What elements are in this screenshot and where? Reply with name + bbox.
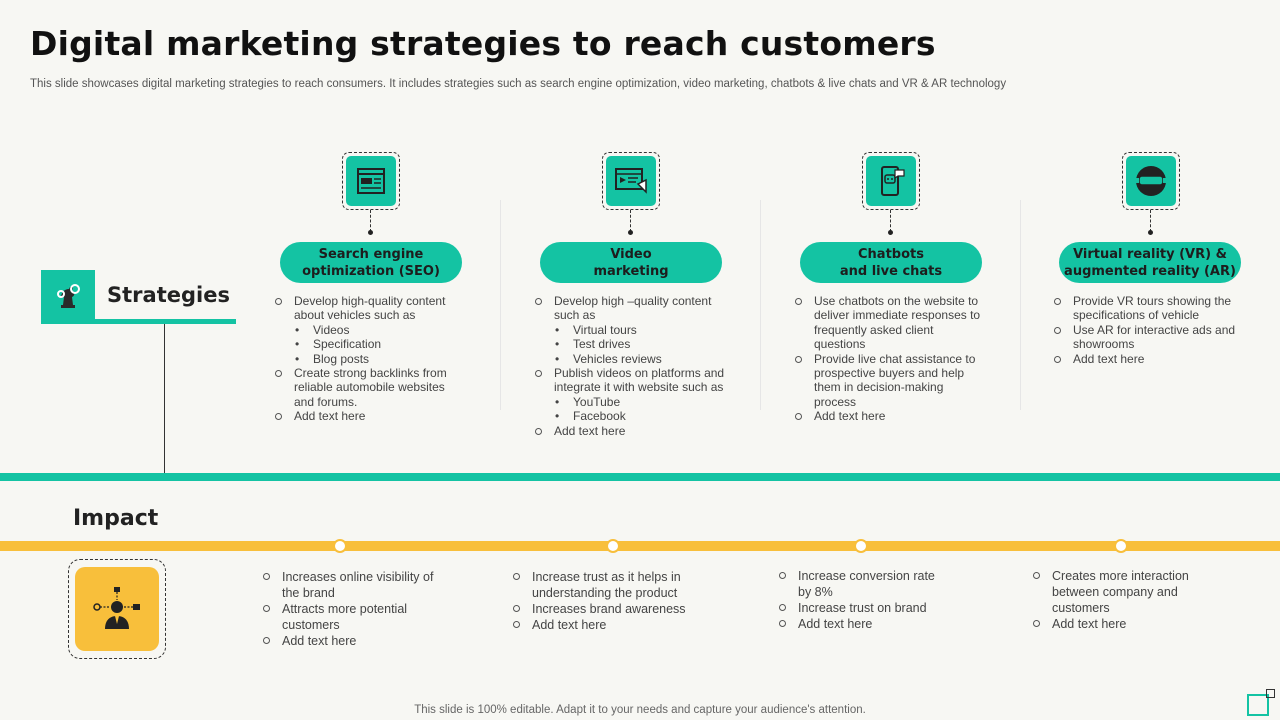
- impact-list-chatbots: Increase conversion rate by 8%Increase t…: [779, 568, 944, 632]
- impact-item: Creates more interaction between company…: [1033, 568, 1218, 616]
- bullet-item: Use chatbots on the website to deliver i…: [795, 294, 985, 352]
- impact-item: Increase conversion rate by 8%: [779, 568, 944, 600]
- sub-bullet-item: Facebook: [535, 409, 735, 424]
- vr-icon-frame: [1122, 152, 1180, 210]
- impact-icon-frame: [68, 559, 166, 659]
- connector-dot: [888, 230, 893, 235]
- bullet-item: Use AR for interactive ads and showrooms: [1054, 323, 1244, 352]
- bullet-item: Add text here: [535, 424, 735, 438]
- section-separator-band: [0, 473, 1280, 481]
- strategy-title-line1: Chatbots: [858, 246, 924, 262]
- strategy-title-line2: augmented reality (AR): [1064, 263, 1236, 279]
- sub-bullet-item: Videos: [275, 323, 460, 338]
- column-divider: [500, 200, 501, 410]
- businessman-network-icon: [75, 567, 159, 651]
- chatbot-icon-frame: [862, 152, 920, 210]
- strategy-title-line2: optimization (SEO): [302, 263, 440, 279]
- sub-bullet-item: Virtual tours: [535, 323, 735, 338]
- impact-label: Impact: [73, 506, 159, 531]
- impact-item: Attracts more potential customers: [263, 601, 438, 633]
- corner-decoration-small: [1266, 689, 1275, 698]
- footer-note: This slide is 100% editable. Adapt it to…: [414, 704, 866, 716]
- strategies-underline: [93, 319, 236, 324]
- sub-bullet-item: YouTube: [535, 395, 735, 410]
- bullet-item: Add text here: [795, 409, 985, 423]
- vr-headset-icon: [1126, 156, 1176, 206]
- sub-bullet-item: Test drives: [535, 337, 735, 352]
- strategy-bullets-chatbots: Use chatbots on the website to deliver i…: [795, 294, 985, 424]
- strategy-title-line1: Video: [610, 246, 652, 262]
- seo-icon: [346, 156, 396, 206]
- strategies-label: Strategies: [107, 283, 230, 307]
- column-divider: [1020, 200, 1021, 410]
- impact-item: Add text here: [513, 617, 713, 633]
- sub-bullet-item: Specification: [275, 337, 460, 352]
- chatbot-icon: [866, 156, 916, 206]
- connector-line: [370, 210, 372, 232]
- video-marketing-icon: [606, 156, 656, 206]
- bullet-item: Add text here: [1054, 352, 1244, 366]
- bullet-item: Publish videos on platforms and integrat…: [535, 366, 735, 395]
- seo-icon-frame: [342, 152, 400, 210]
- impact-list-vr-ar: Creates more interaction between company…: [1033, 568, 1218, 632]
- strategy-bullets-seo: Develop high-quality content about vehic…: [275, 294, 460, 424]
- impact-timeline-band: [0, 541, 1280, 551]
- bullet-item: Add text here: [275, 409, 460, 423]
- impact-item: Increases online visibility of the brand: [263, 569, 438, 601]
- corner-decoration: [1247, 694, 1269, 716]
- impact-item: Increase trust as it helps in understand…: [513, 569, 713, 601]
- strategy-title-vr-ar: Virtual reality (VR) &augmented reality …: [1059, 242, 1241, 283]
- strategies-connector-line: [164, 324, 165, 474]
- connector-line: [1150, 210, 1152, 232]
- strategy-title-line1: Virtual reality (VR) &: [1073, 246, 1227, 262]
- connector-dot: [368, 230, 373, 235]
- column-divider: [760, 200, 761, 410]
- connector-dot: [1148, 230, 1153, 235]
- strategy-title-line2: marketing: [593, 263, 669, 279]
- impact-item: Add text here: [779, 616, 944, 632]
- impact-list-video: Increase trust as it helps in understand…: [513, 569, 713, 633]
- strategy-chess-icon: [41, 270, 95, 324]
- bullet-item: Provide live chat assistance to prospect…: [795, 352, 985, 410]
- impact-item: Increases brand awareness: [513, 601, 713, 617]
- connector-line: [630, 210, 632, 232]
- strategy-title-line2: and live chats: [839, 263, 943, 279]
- impact-item: Increase trust on brand: [779, 600, 944, 616]
- page-subtitle: This slide showcases digital marketing s…: [30, 78, 1007, 90]
- strategy-title-line1: Search engine: [318, 246, 424, 262]
- bullet-item: Create strong backlinks from reliable au…: [275, 366, 460, 409]
- timeline-dot: [606, 539, 620, 553]
- impact-item: Add text here: [263, 633, 438, 649]
- timeline-dot: [333, 539, 347, 553]
- bullet-item: Develop high-quality content about vehic…: [275, 294, 460, 323]
- connector-line: [890, 210, 892, 232]
- sub-bullet-item: Blog posts: [275, 352, 460, 367]
- impact-list-seo: Increases online visibility of the brand…: [263, 569, 438, 649]
- impact-item: Add text here: [1033, 616, 1218, 632]
- connector-dot: [628, 230, 633, 235]
- timeline-dot: [854, 539, 868, 553]
- strategy-bullets-video: Develop high –quality content such asVir…: [535, 294, 735, 438]
- sub-bullet-item: Vehicles reviews: [535, 352, 735, 367]
- timeline-dot: [1114, 539, 1128, 553]
- page-title: Digital marketing strategies to reach cu…: [30, 24, 936, 63]
- video-icon-frame: [602, 152, 660, 210]
- strategy-bullets-vr-ar: Provide VR tours showing the specificati…: [1054, 294, 1244, 366]
- bullet-item: Provide VR tours showing the specificati…: [1054, 294, 1244, 323]
- bullet-item: Develop high –quality content such as: [535, 294, 735, 323]
